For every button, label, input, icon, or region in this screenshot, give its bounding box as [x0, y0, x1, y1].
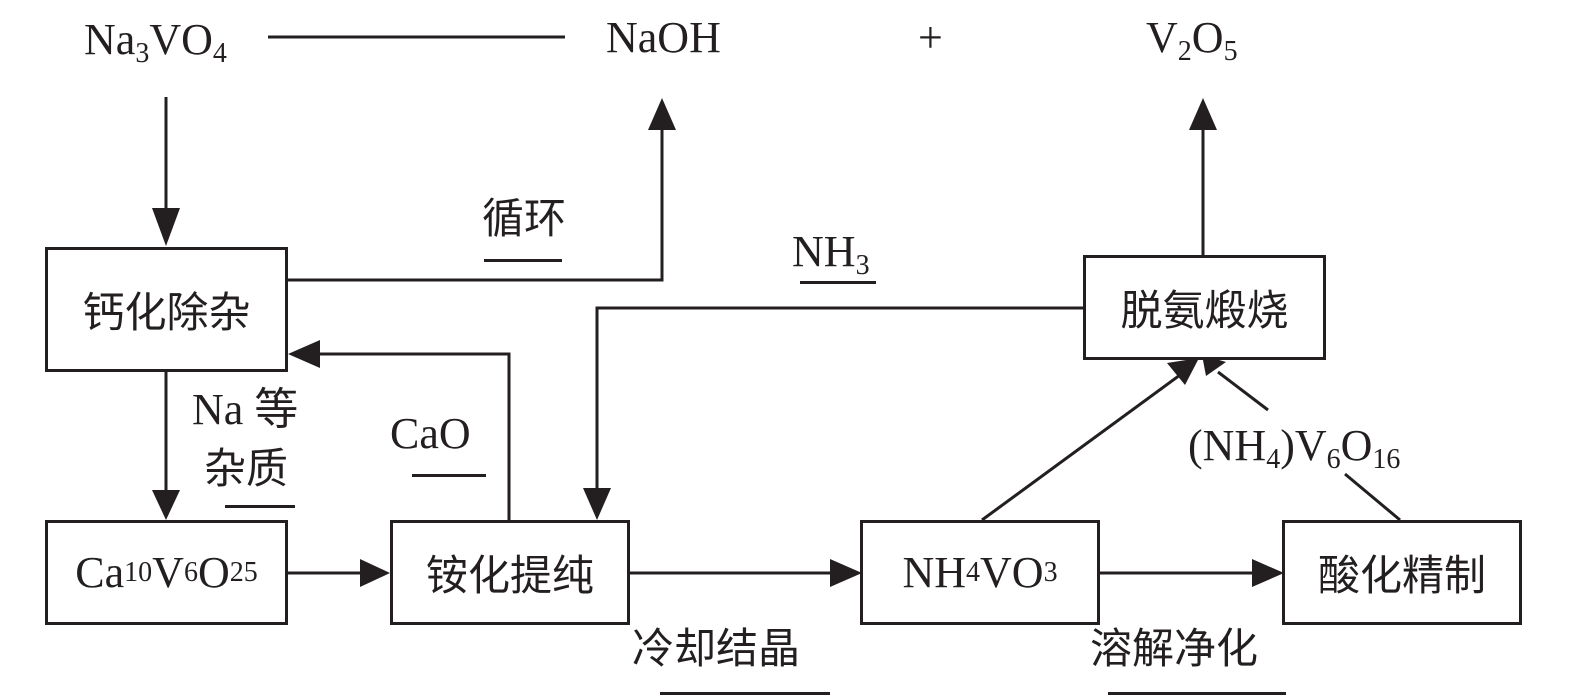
label-na-impurity-line2: 杂质: [204, 444, 289, 493]
formula-part: O: [197, 548, 230, 597]
label-dissolve-purify: 溶解净化: [1090, 624, 1259, 673]
label-cao: CaO: [390, 409, 471, 458]
label-nh3: NH3: [792, 227, 870, 280]
box-ammoniation: 铵化提纯: [390, 520, 630, 625]
box-acidification: 酸化精制: [1282, 520, 1522, 625]
line-acidification-to-hexavanadate: [1344, 472, 1401, 522]
arrow-calcination-to-ammoniation: [595, 306, 1085, 490]
underline-dissolve: [1108, 692, 1286, 695]
formula-subscript: 3: [135, 38, 150, 69]
formula-part: NH: [902, 548, 966, 597]
formula-part: (NH: [1188, 421, 1267, 470]
plus-sign: +: [918, 13, 943, 62]
arrowhead: [152, 208, 180, 246]
label-ammonium-hexavanadate: (NH4)V6O16: [1188, 421, 1400, 474]
formula-subscript: 5: [1223, 36, 1238, 67]
formula-part: Na: [84, 15, 136, 64]
formula-part: Ca: [75, 548, 125, 597]
arrow-nh4vo3-to-calcination: [981, 373, 1181, 522]
arrowhead: [1167, 358, 1199, 385]
formula-part: VO: [149, 15, 213, 64]
label-na-impurity-line1: Na 等: [192, 388, 298, 432]
arrowhead: [360, 559, 390, 587]
formula-part: NH: [792, 227, 856, 276]
formula-part: V: [152, 548, 184, 597]
underline-cooling: [660, 692, 830, 695]
formula-subscript: 4: [1266, 444, 1281, 475]
formula-part: )V: [1280, 421, 1327, 470]
formula-part: VO: [980, 548, 1044, 597]
label-text: Na 等: [192, 385, 299, 434]
arrowhead: [288, 340, 320, 368]
formula-subscript: 16: [1372, 444, 1401, 475]
formula-na3vo4: Na3VO4: [84, 15, 227, 68]
formula-naoh: NaOH: [606, 13, 721, 62]
formula-part: O: [1340, 421, 1373, 470]
arrowhead: [583, 488, 611, 520]
box-calcification: 钙化除杂: [45, 247, 288, 372]
underline-cao: [412, 474, 486, 477]
formula-subscript: 6: [1326, 444, 1341, 475]
arrow-calcification-to-naoh: [288, 128, 664, 282]
underline-impurity: [225, 505, 295, 508]
box-calcination: 脱氨煅烧: [1083, 255, 1326, 360]
arrowhead: [1202, 355, 1226, 376]
arrowhead: [1252, 559, 1284, 587]
formula-subscript: 3: [855, 250, 870, 281]
arrowhead: [152, 490, 180, 520]
formula-part: O: [1191, 13, 1224, 62]
formula-subscript: 2: [1177, 36, 1192, 67]
arrowhead: [830, 559, 862, 587]
underline-recycle: [484, 259, 562, 262]
arrowhead: [1189, 98, 1217, 130]
arrowhead: [648, 98, 676, 130]
label-recycle: 循环: [482, 194, 567, 243]
arrow-ammoniation-to-calcification: [318, 352, 511, 520]
label-cooling-crystallization: 冷却结晶: [632, 624, 801, 673]
formula-subscript: 4: [212, 38, 227, 69]
formula-part: V: [1146, 13, 1178, 62]
formula-v2o5: V2O5: [1146, 13, 1238, 66]
arrow-hexavanadate-to-calcination: [1217, 370, 1269, 412]
underline-nh3: [800, 281, 876, 284]
